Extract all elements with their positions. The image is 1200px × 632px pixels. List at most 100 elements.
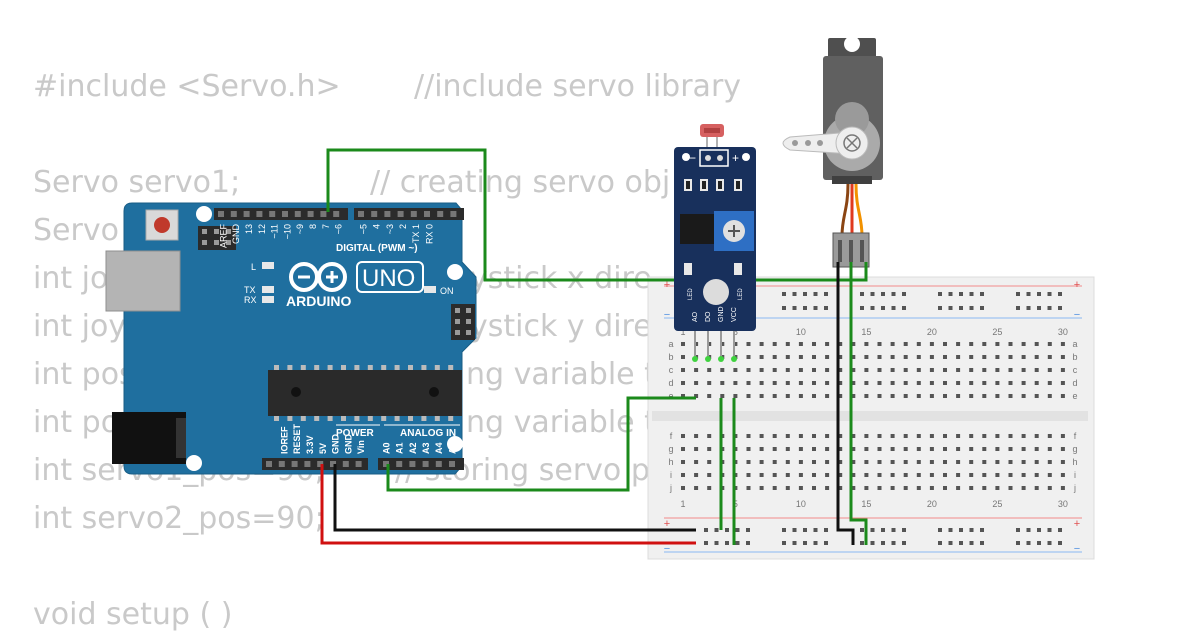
analog-pin-label: A2 [408,442,418,454]
analog-pin-label: A1 [395,442,405,454]
wire-5v [320,464,696,545]
digital-pin-label: 13 [244,224,254,234]
power-pin-label: Vin [356,440,366,454]
rail-plus-label: + [664,279,670,291]
digital-label: DIGITAL (PWM ~) [336,243,418,254]
digital-pin-label: 12 [257,224,267,234]
mount-hole [447,436,463,452]
breadboard-column-number: 30 [1058,327,1068,337]
code-comment: //include servo library [414,69,742,104]
icsp-header-2 [451,304,475,340]
power-pin-label: 3.3V [305,435,315,454]
breadboard-column-number: 25 [992,499,1002,509]
wire-a0-ao [386,396,696,492]
code-line: int joy [33,309,127,344]
arduino-logo-text: ARDUINO [286,293,351,309]
code-line: int servo2_pos=90; [33,501,325,536]
arduino-logo-icon [289,262,347,292]
rail-minus-label: − [664,309,670,321]
code-line: int pos [33,357,135,392]
wire-servo-gnd [836,262,855,545]
wires [320,148,868,545]
digital-pin-label: ~3 [385,224,395,234]
rail-plus-label: + [1074,518,1080,530]
digital-pin-label: ~9 [295,224,305,234]
analog-pin-label: A3 [421,442,431,454]
breadboard-row-letter: a [668,339,673,349]
code-line: Servo servo1; [33,165,241,200]
sensor-pin-label: AO [692,311,699,322]
breadboard-row-letter: c [669,365,674,375]
sensor-pin-label: DO [705,311,712,322]
power-label: POWER [336,428,375,439]
code-comment: // creating servo obj [370,165,671,200]
breadboard-row-letter: i [670,470,672,480]
digital-pin-label: 2 [398,224,408,229]
breadboard-column-number: 30 [1058,499,1068,509]
digital-pin-label: RX 0 [424,224,434,244]
breadboard-row-letter: d [668,378,673,388]
digital-pin-label: 7 [321,224,331,229]
breadboard-column-number: 10 [796,327,806,337]
digital-pin-label: AREF [218,224,228,249]
sensor-minus-label: − [689,151,696,165]
dc-power-jack [112,412,186,464]
code-line: int jo [33,261,109,296]
model-label: UNO [362,265,415,292]
code-line: Servo [33,213,119,248]
breadboard-column-number: 1 [680,499,685,509]
breadboard-row-letter: a [1072,339,1077,349]
indicator-led [703,279,729,305]
power-pin-label: IOREF [279,426,289,454]
tx-led [262,286,274,293]
breadboard-row-letter: e [668,391,673,401]
breadboard-holes [681,292,1065,545]
on-led [424,286,436,293]
breadboard-row-letter: d [1072,378,1077,388]
digital-pin-label: ~10 [282,224,292,239]
breadboard-row-letter: h [1072,457,1077,467]
sensor-pin-labels: AO DO GND VCC [692,306,738,322]
servo-screw-icon [843,134,861,152]
digital-header-right [354,208,464,220]
breadboard-column-number: 1 [680,327,685,337]
breadboard-row-letter: f [670,431,673,441]
tx-label: TX [244,285,256,295]
comparator-chip [680,214,714,244]
digital-pin-label: ~5 [358,224,368,234]
wire-pin9-signal [326,148,868,282]
analog-label: ANALOG IN [400,428,456,439]
sensor-pin-label: GND [718,306,725,322]
digital-pin-label: ~11 [270,224,280,239]
rail-plus-label: + [664,518,670,530]
code-comment: ng variable t [466,357,656,392]
code-line: void setup ( ) [33,597,233,632]
mount-hole [196,206,212,222]
analog-pin-label: A0 [381,442,391,454]
usb-port [105,250,181,312]
on-label: ON [440,286,454,296]
code-line: #include <Servo.h> [33,69,341,104]
code-comment: ystick y dire [470,309,652,344]
rail-minus-label: − [1074,543,1080,555]
power-pin-label: GND [343,434,353,455]
digital-pin-label: 8 [308,224,318,229]
breadboard-row-letter: g [668,444,673,454]
breadboard-row-letter: g [1072,444,1077,454]
led-label-right: LED [738,288,744,300]
power-pin-label: 5V [318,443,328,454]
l-led [262,262,274,269]
digital-pin-label: 4 [372,224,382,229]
l-led-label: L [251,262,256,272]
breadboard-row-letter: h [668,457,673,467]
sensor-plus-label: + [732,151,739,165]
sensor-pin-label: VCC [731,307,738,322]
breadboard-column-number: 15 [861,327,871,337]
breadboard-row-letter: b [1072,352,1077,362]
rail-minus-label: − [664,543,670,555]
breadboard-column-number: 20 [927,327,937,337]
breadboard-row-letter: f [1074,431,1077,441]
